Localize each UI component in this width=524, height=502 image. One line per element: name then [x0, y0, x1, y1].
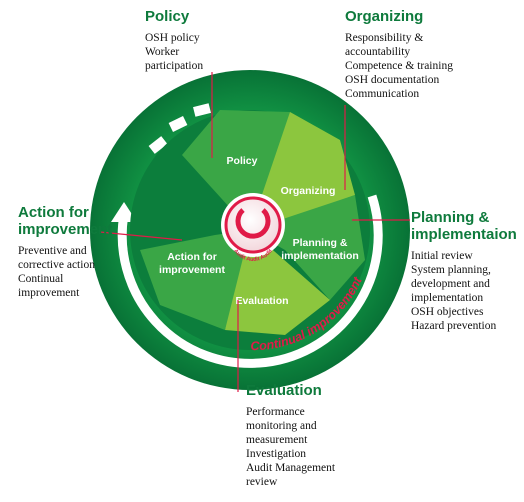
connector-lines	[99, 72, 410, 392]
policy-item: participation	[145, 60, 204, 72]
action-items: Preventive and corrective action Continu…	[18, 244, 112, 300]
planning-item: Hazard prevention	[411, 320, 497, 332]
action-item: improvement	[18, 287, 80, 299]
evaluation-heading: Evaluation	[246, 382, 322, 399]
planning-item: OSH objectives	[411, 306, 484, 318]
improvement-arrowhead	[111, 202, 137, 222]
segment-label-organizing: Organizing	[281, 185, 336, 197]
planning-item: System planning,	[411, 264, 491, 276]
ring-dash	[168, 115, 188, 133]
action-heading: Action for improvement	[18, 204, 113, 238]
organizing-heading: Organizing	[345, 8, 424, 25]
organizing-item: Competence & training	[345, 60, 453, 72]
ring-dashes	[148, 103, 211, 154]
organizing-item: Responsibility &	[345, 32, 424, 44]
evaluation-item: monitoring and	[246, 420, 317, 432]
ring-dash	[148, 136, 168, 154]
policy-heading: Policy	[145, 8, 190, 25]
callout-action: Action for improvement Preventive and co…	[18, 204, 112, 300]
evaluation-item: Investigation	[246, 448, 307, 460]
organizing-item: OSH documentation	[345, 74, 440, 86]
planning-item: development and	[411, 278, 490, 290]
action-item: Continual	[18, 273, 64, 285]
policy-items: OSH policy Worker participation	[145, 31, 203, 73]
evaluation-item: Audit Management	[246, 462, 336, 474]
center-badge: Audit Audit Audit	[221, 193, 285, 263]
action-item: corrective action	[18, 259, 95, 271]
evaluation-item: Performance	[246, 406, 305, 418]
action-item: Preventive and	[18, 245, 87, 257]
callout-policy: Policy OSH policy Worker participation	[145, 8, 203, 73]
planning-heading: Planning & implementaion	[411, 209, 517, 243]
evaluation-item: review	[246, 476, 278, 488]
organizing-item: accountability	[345, 46, 411, 58]
segment-label-planning-2: implementation	[281, 250, 359, 262]
segment-label-evaluation: Evaluation	[235, 295, 288, 307]
policy-item: OSH policy	[145, 32, 200, 44]
policy-item: Worker	[145, 46, 180, 58]
planning-item: Initial review	[411, 250, 473, 262]
evaluation-item: measurement	[246, 434, 308, 446]
segment-label-planning-1: Planning &	[293, 237, 348, 249]
connector-action	[99, 231, 183, 241]
planning-item: implementation	[411, 292, 484, 304]
evaluation-items: Performance monitoring and measurement I…	[246, 405, 335, 489]
callout-organizing: Organizing Responsibility & accountabili…	[345, 8, 453, 101]
segment-action	[140, 230, 250, 330]
planning-items: Initial review System planning, developm…	[411, 249, 517, 333]
center-cycle-icon	[235, 208, 271, 239]
callout-planning: Planning & implementaion Initial review …	[411, 209, 517, 333]
improvement-track	[117, 194, 383, 368]
organizing-items: Responsibility & accountability Competen…	[345, 31, 453, 101]
callout-evaluation: Evaluation Performance monitoring and me…	[246, 382, 335, 489]
segment-label-action-1: Action for	[167, 251, 217, 263]
ring-dash	[193, 103, 211, 117]
segment-label-action-2: improvement	[159, 264, 225, 276]
center-badge-ring	[224, 196, 282, 254]
segment-organizing	[250, 112, 355, 230]
organizing-item: Communication	[345, 88, 420, 100]
segment-label-policy: Policy	[227, 155, 258, 167]
